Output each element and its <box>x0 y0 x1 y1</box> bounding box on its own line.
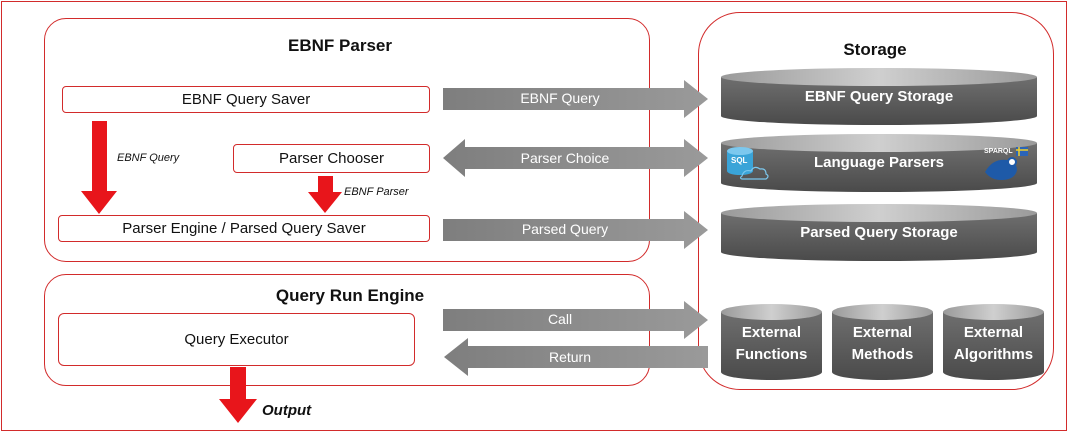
parser-choice-connector-label: Parser Choice <box>520 150 610 166</box>
return-connector-label: Return <box>548 349 592 365</box>
parser-choice-arrow <box>443 139 708 177</box>
parsed-query-connector-label: Parsed Query <box>521 221 609 237</box>
ebnf-parser-down-arrow <box>308 176 342 213</box>
storage-title: Storage <box>843 40 907 59</box>
ebnf-query-saver-box: EBNF Query Saver <box>62 86 430 113</box>
parsed-query-storage-cylinder <box>721 204 1037 261</box>
parser-engine-box: Parser Engine / Parsed Query Saver <box>58 215 430 242</box>
external-functions-label: External Functions <box>721 322 822 366</box>
ebnf-parser-title: EBNF Parser <box>288 36 392 55</box>
external-algorithms-line2: Algorithms <box>953 346 1034 363</box>
ebnf-query-storage-cylinder <box>721 68 1037 125</box>
call-arrow <box>443 301 708 339</box>
sql-logo-text: SQL <box>731 156 748 165</box>
ebnf-query-connector-label: EBNF Query <box>520 90 600 106</box>
query-executor-box: Query Executor <box>58 313 415 366</box>
external-methods-label: External Methods <box>832 322 933 366</box>
query-run-engine-title: Query Run Engine <box>275 286 425 305</box>
ebnf-query-arrow <box>443 80 708 118</box>
language-parsers-cylinder <box>721 134 1037 192</box>
parsed-query-arrow <box>443 211 708 249</box>
external-functions-line2: Functions <box>735 346 808 363</box>
output-label: Output <box>262 402 312 419</box>
call-connector-label: Call <box>547 311 573 327</box>
ebnf-parser-flow-label: EBNF Parser <box>344 186 409 198</box>
external-functions-line1: External <box>741 324 802 341</box>
output-down-arrow <box>219 367 257 423</box>
language-parsers-label: Language Parsers <box>813 154 945 171</box>
external-methods-line2: Methods <box>851 346 914 363</box>
ebnf-query-down-arrow <box>81 121 117 214</box>
external-methods-cylinder <box>832 304 933 380</box>
sparql-logo-text: SPARQL <box>984 148 1013 155</box>
parser-chooser-box: Parser Chooser <box>233 144 430 173</box>
external-methods-line1: External <box>852 324 913 341</box>
external-functions-cylinder <box>721 304 822 380</box>
ebnf-query-storage-label: EBNF Query Storage <box>804 88 954 105</box>
external-algorithms-cylinder <box>943 304 1044 380</box>
sql-database-icon <box>727 147 769 180</box>
sparql-logo-icon <box>985 147 1028 180</box>
ebnf-query-flow-label: EBNF Query <box>117 152 180 164</box>
return-arrow <box>444 338 708 376</box>
external-algorithms-line1: External <box>963 324 1024 341</box>
external-algorithms-label: External Algorithms <box>943 322 1044 366</box>
parsed-query-storage-label: Parsed Query Storage <box>800 224 958 241</box>
